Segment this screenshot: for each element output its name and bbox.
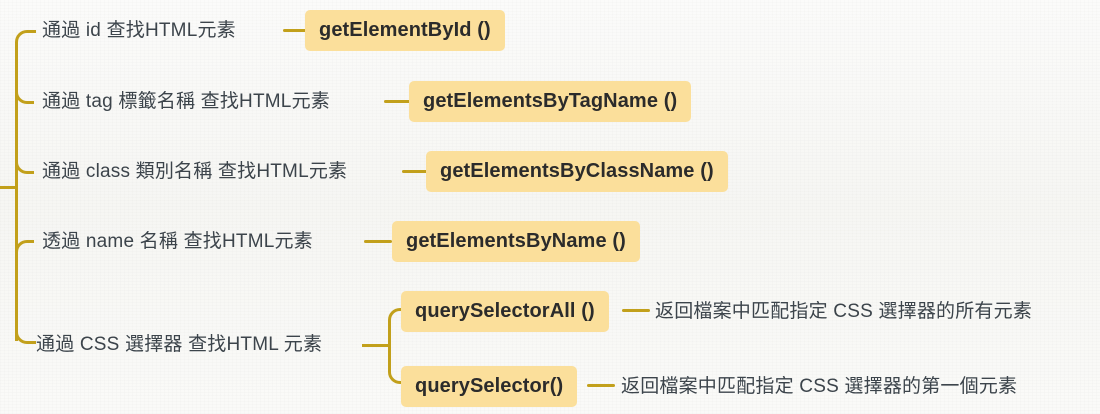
method-badge-get-elements-by-tag-name[interactable]: getElementsByTagName (): [409, 81, 692, 122]
method-badge-query-selector[interactable]: querySelector(): [401, 366, 578, 407]
method-badge-query-selector-all[interactable]: querySelectorAll (): [401, 291, 609, 332]
connector-dash-by-class-name: [402, 170, 430, 173]
branch-label-by-css-selector: 通過 CSS 選擇器 查找HTML 元素: [36, 334, 323, 355]
connector-dash-query-selector: [587, 384, 615, 387]
method-badge-get-element-by-id[interactable]: getElementById (): [305, 10, 505, 51]
css-subbrace-spine: [388, 320, 391, 370]
root-connector-stub: [0, 186, 18, 189]
css-subbrace-stub: [362, 344, 388, 347]
description-query-selector-all: 返回檔案中匹配指定 CSS 選擇器的所有元素: [655, 301, 1033, 322]
connector-dash-by-name: [364, 240, 392, 243]
connector-dash-by-id: [283, 29, 311, 32]
connector-dash-query-selector-all: [622, 309, 650, 312]
root-brace-elbow-row3: [15, 158, 34, 174]
css-subbrace-bottom-elbow: [388, 368, 407, 384]
method-badge-get-elements-by-class-name[interactable]: getElementsByClassName (): [426, 151, 728, 192]
description-query-selector: 返回檔案中匹配指定 CSS 選擇器的第一個元素: [621, 376, 1018, 397]
root-brace-elbow-row4: [15, 240, 34, 256]
root-brace-elbow-row2: [15, 88, 34, 104]
root-brace-bottom-elbow: [15, 327, 36, 344]
connector-dash-by-tag-name: [384, 100, 412, 103]
branch-label-by-name: 透過 name 名稱 查找HTML元素: [42, 231, 313, 252]
method-badge-get-elements-by-name[interactable]: getElementsByName (): [392, 221, 640, 262]
root-brace-spine: [15, 43, 18, 341]
branch-label-by-id: 通過 id 查找HTML元素: [42, 20, 236, 41]
branch-label-by-class-name: 通過 class 類別名稱 查找HTML元素: [42, 161, 348, 182]
root-brace-top-elbow: [15, 30, 36, 47]
branch-label-by-tag-name: 通過 tag 標籤名稱 查找HTML元素: [42, 91, 330, 112]
css-subbrace-top-elbow: [388, 308, 407, 324]
